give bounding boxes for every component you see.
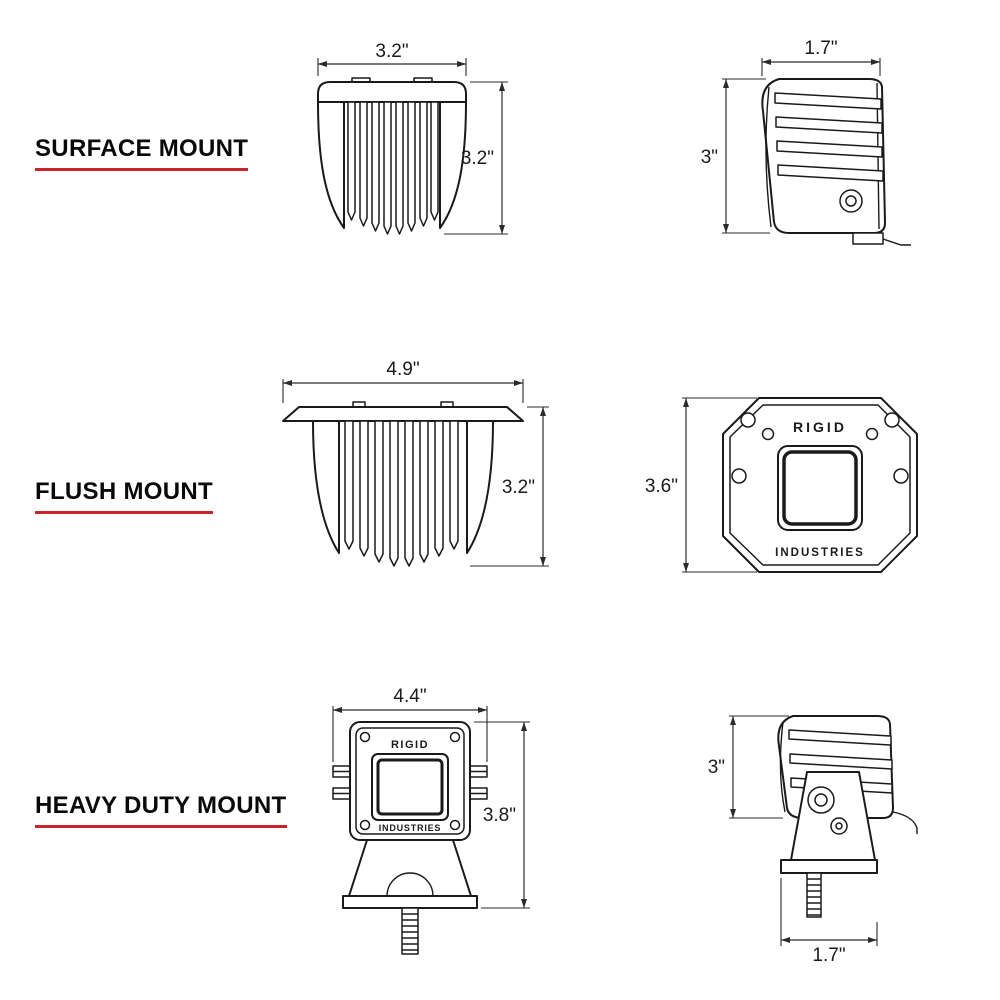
heavy-front-width-dim: 4.4" — [393, 686, 426, 707]
heavy-side-width-dim: 1.7" — [812, 945, 845, 966]
flush-face-brand-bottom: INDUSTRIES — [775, 547, 865, 559]
heavy-duty-side-view-drawing — [777, 715, 918, 918]
flush-front-width-dim: 4.9" — [386, 359, 419, 380]
surface-mount-side-view-drawing — [761, 78, 911, 246]
heavy-front-brand-bottom: INDUSTRIES — [379, 823, 442, 833]
surface-front-height-dim: 3.2" — [461, 148, 494, 169]
flush-mount-face-view-drawing: RIGID INDUSTRIES — [722, 397, 918, 573]
dim-flush-front-width: 4.9" — [282, 359, 524, 403]
surface-front-width-dim: 3.2" — [375, 41, 408, 62]
dim-heavy-side-height: 3" — [708, 715, 789, 819]
surface-mount-front-view-drawing — [317, 77, 467, 235]
flush-mount-label: FLUSH MOUNT — [35, 478, 213, 514]
dim-surface-front-height: 3.2" — [444, 81, 508, 235]
dim-flush-face-height: 3.6" — [645, 397, 757, 573]
dim-surface-front-width: 3.2" — [317, 41, 467, 76]
dim-surface-side-width: 1.7" — [761, 38, 881, 76]
surface-mount-label: SURFACE MOUNT — [35, 135, 249, 171]
flush-face-height-dim: 3.6" — [645, 476, 678, 497]
dim-surface-side-height: 3" — [701, 78, 770, 234]
flush-face-brand-top: RIGID — [793, 419, 847, 435]
flush-mount-front-view-drawing — [282, 401, 524, 567]
heavy-duty-front-view-drawing: RIGID INDUSTRIES — [332, 721, 488, 955]
heavy-side-height-dim: 3" — [708, 757, 725, 778]
dim-heavy-front-height: 3.8" — [474, 721, 530, 909]
flush-front-height-dim: 3.2" — [502, 477, 535, 498]
dim-heavy-side-width: 1.7" — [780, 878, 878, 966]
dim-heavy-front-width: 4.4" — [332, 686, 488, 762]
heavy-front-height-dim: 3.8" — [483, 805, 516, 826]
heavy-duty-mount-label: HEAVY DUTY MOUNT — [35, 792, 287, 828]
surface-side-height-dim: 3" — [701, 147, 718, 168]
surface-side-width-dim: 1.7" — [804, 38, 837, 59]
dim-flush-front-height: 3.2" — [470, 406, 549, 567]
heavy-front-brand-top: RIGID — [391, 739, 429, 751]
